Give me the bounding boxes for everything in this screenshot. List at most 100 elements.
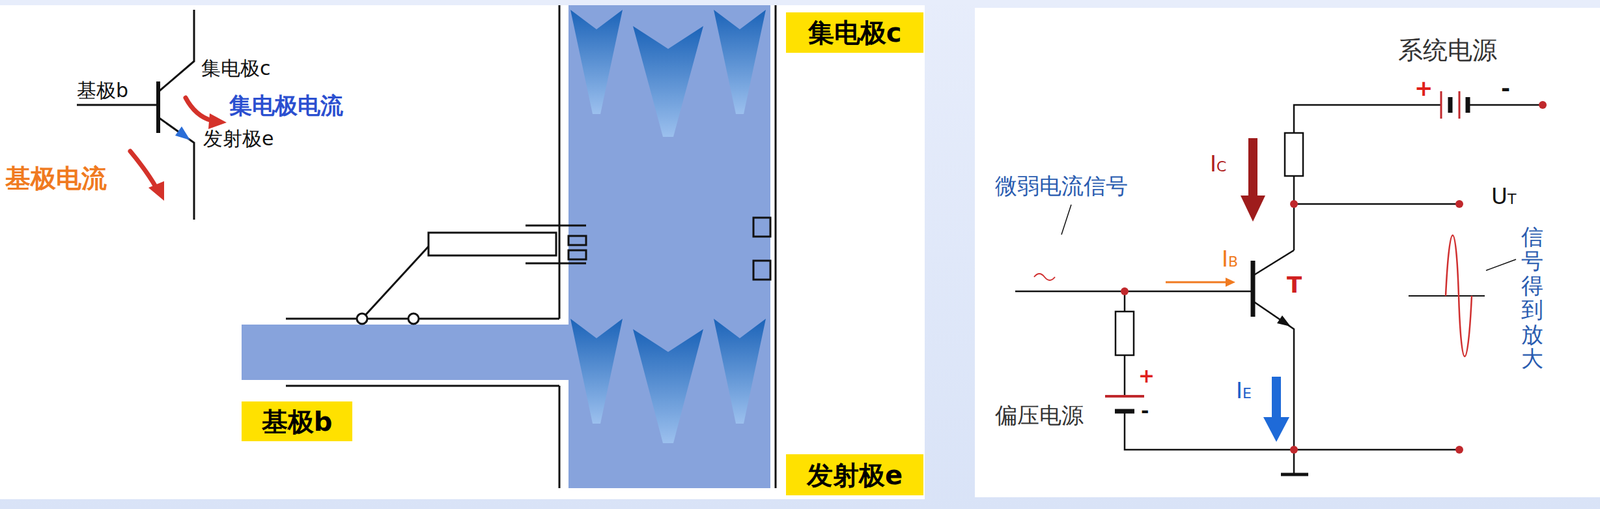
- valve-lever: [356, 217, 771, 324]
- circuit-wire: [1250, 260, 1256, 317]
- circuit-wire: [1293, 104, 1442, 133]
- flow-arrow: [713, 9, 766, 114]
- current-arrow: [1240, 195, 1266, 222]
- pipe-wall: [285, 384, 560, 387]
- part-name: T: [1286, 272, 1302, 298]
- emitter-arrowhead: [175, 126, 191, 141]
- flow-arrow: [570, 318, 623, 424]
- junction-dot: [1290, 199, 1298, 208]
- note-text: 信号得到放大: [1521, 224, 1544, 371]
- transistor-symbol: [76, 104, 159, 107]
- current-arrow: [1165, 138, 1290, 442]
- current-arrow: [1263, 416, 1290, 442]
- panel-background: [0, 5, 925, 499]
- signal-name: UT: [1491, 183, 1516, 210]
- pipe-wall: [558, 385, 561, 488]
- flow-arrow: [632, 26, 704, 137]
- junction-dot: [1538, 100, 1547, 109]
- panel-background: [974, 7, 1600, 497]
- channel-fill: [568, 5, 771, 488]
- current-name: 基极电流: [5, 164, 107, 194]
- circuit-wire: [1123, 354, 1126, 396]
- polarity-mark: -: [1501, 75, 1511, 101]
- current-arrow: [130, 97, 212, 188]
- transistor-symbol: [158, 117, 195, 220]
- valve-lever: [568, 250, 587, 260]
- polarity-mark: -: [1140, 399, 1149, 423]
- current-name: 集电极电流: [229, 92, 344, 119]
- signal-wave: [1034, 273, 1055, 281]
- current-arrowhead: [148, 113, 227, 201]
- pipe-wall: [285, 317, 560, 320]
- pin-name: 集电极c: [201, 57, 271, 81]
- signal-wave: [1034, 235, 1485, 357]
- polarity-mark: +: [1138, 364, 1155, 388]
- current-arrow: [1248, 138, 1258, 197]
- signal-wave: [1445, 235, 1472, 357]
- valve-lever: [356, 313, 368, 324]
- flow-arrow: [713, 318, 766, 424]
- resistor-symbol: [1284, 132, 1304, 176]
- current-arrow: [1165, 281, 1227, 284]
- pipe-wall: [558, 5, 561, 319]
- current-arrow: [1271, 376, 1281, 419]
- battery-symbol: [1440, 91, 1443, 119]
- valve-lever: [525, 224, 587, 227]
- source-name: 系统电源: [1398, 36, 1498, 66]
- pipe-wall: [285, 5, 776, 488]
- circuit-wire: [1015, 290, 1253, 293]
- circuit-wire: [1467, 104, 1543, 107]
- signal-name: IE: [1235, 377, 1252, 404]
- leader-line: [1061, 204, 1516, 271]
- valve-lever: [428, 232, 557, 256]
- circuit-wire: [1280, 472, 1309, 477]
- pin-name: 基极b: [261, 406, 333, 437]
- pin-name: 集电极c: [808, 17, 902, 48]
- circuit-wire: [1293, 203, 1460, 206]
- channel-fill: [241, 324, 569, 380]
- note-text: 微弱电流信号: [995, 173, 1128, 199]
- pin-name: 发射极e: [203, 127, 274, 151]
- valve-lever: [753, 217, 771, 237]
- battery-symbol: [1448, 97, 1453, 113]
- current-arrowhead: [208, 113, 227, 129]
- flow-arrow: [632, 328, 704, 443]
- circuit-wire: [1124, 410, 1460, 450]
- transistor-symbol: [156, 81, 161, 133]
- transistor-arrowhead: [1277, 315, 1291, 327]
- pin-label-box: 基极b: [241, 401, 353, 441]
- pin-name: 发射极e: [806, 459, 903, 490]
- pin-name: 基极b: [76, 79, 129, 103]
- current-arrow: [185, 97, 212, 121]
- current-arrowhead: [148, 181, 165, 201]
- battery-symbol: [1105, 91, 1468, 411]
- resistor-symbol: [1115, 132, 1304, 355]
- leader-line: [1061, 204, 1072, 235]
- leader-line: [1486, 259, 1516, 271]
- valve-lever: [408, 313, 419, 324]
- circuit-wire: [1252, 300, 1294, 475]
- valve-lever: [525, 262, 587, 265]
- circuit-wire: [1015, 104, 1543, 475]
- flow-arrow: [570, 9, 766, 443]
- battery-symbol: [1114, 408, 1135, 414]
- battery-symbol: [1458, 91, 1461, 119]
- panel-background: [0, 5, 1600, 499]
- valve-lever: [568, 235, 587, 245]
- source-name: 偏压电源: [995, 402, 1084, 428]
- junction-dot: [1455, 445, 1464, 454]
- circuit-wire: [1293, 175, 1296, 251]
- signal-name: IB: [1221, 246, 1238, 272]
- pin-label-box: 集电极c: [785, 12, 924, 53]
- transistor-arrowhead: [1277, 315, 1291, 327]
- transistor-symbol: [158, 9, 195, 92]
- emitter-arrowhead: [175, 126, 191, 141]
- junction-dot: [1290, 445, 1298, 454]
- junction-dot: [1455, 199, 1464, 208]
- signal-name: IC: [1209, 151, 1227, 177]
- pin-label-box: 发射极e: [785, 453, 924, 495]
- valve-lever: [362, 244, 430, 319]
- battery-symbol: [1105, 394, 1145, 398]
- channel-fill: [241, 5, 771, 488]
